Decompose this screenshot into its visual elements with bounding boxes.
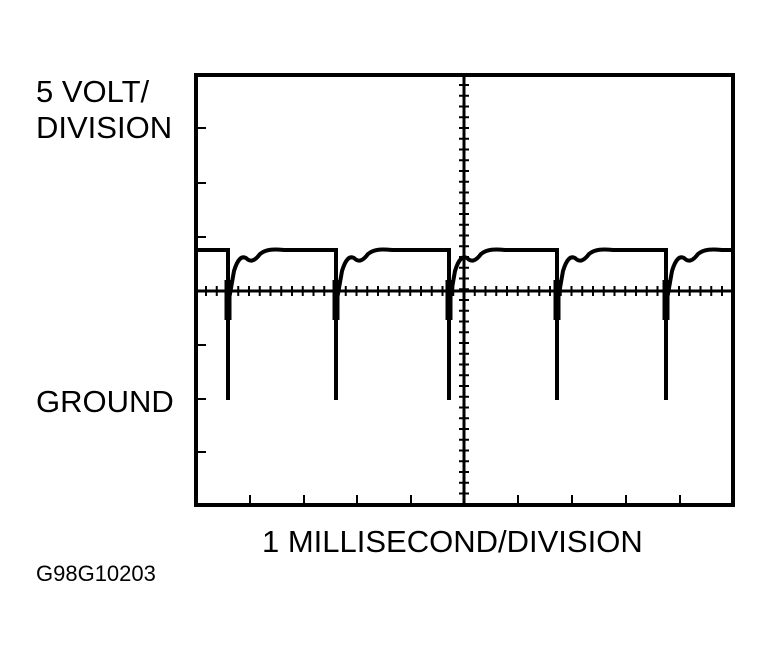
waveform-trace: [197, 247, 731, 306]
y-axis-scale-label-line1: 5 VOLT/: [36, 74, 150, 109]
figure-id: G98G10203: [36, 561, 156, 586]
ground-level-label: GROUND: [36, 384, 174, 419]
x-axis-scale-label: 1 MILLISECOND/DIVISION: [262, 524, 643, 559]
y-axis-scale-label: 5 VOLT/ DIVISION: [36, 74, 172, 146]
waveform-spikes: [224, 250, 670, 400]
y-axis-scale-label-line2: DIVISION: [36, 110, 173, 145]
